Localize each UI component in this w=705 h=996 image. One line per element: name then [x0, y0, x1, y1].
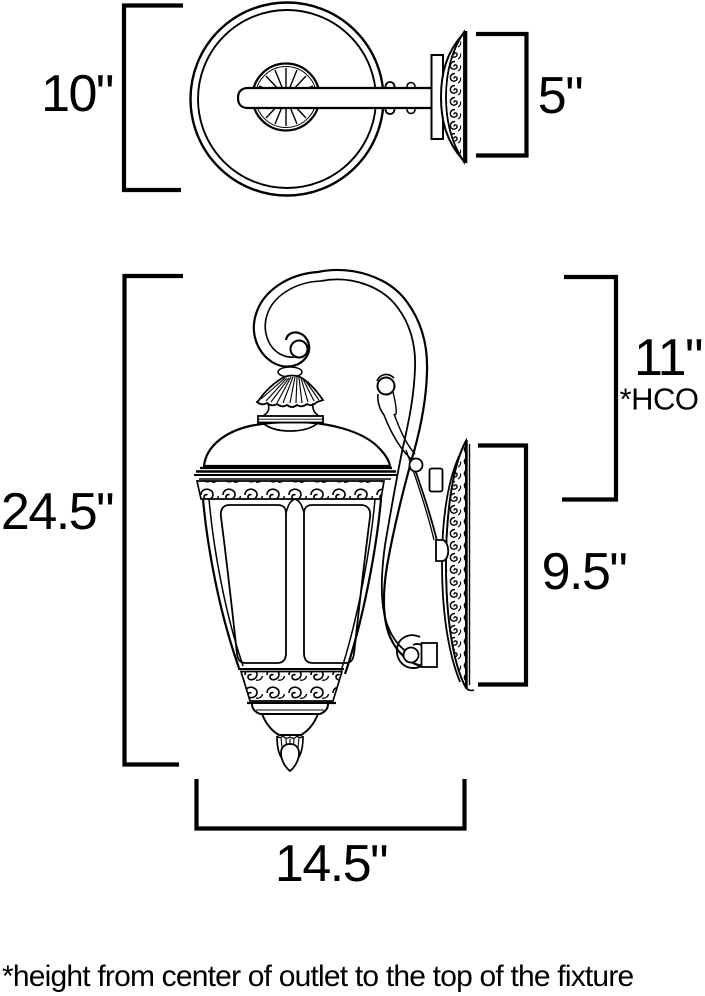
- overall-height-label: 24.5": [0, 483, 115, 541]
- front-backplate: [441, 437, 475, 692]
- fixture-width-label: 14.5": [274, 835, 389, 893]
- hco-note-label: *HCO: [619, 381, 699, 417]
- hco-footnote: *height from center of outlet to the top…: [2, 960, 634, 993]
- overall-height-dim-bracket: [122, 273, 183, 767]
- front-view-drawing: [194, 268, 475, 773]
- depth-dim-bracket-5: [476, 31, 529, 158]
- width-dim-bracket: [194, 779, 467, 831]
- lantern-body-panels: [201, 498, 383, 675]
- lantern-dome: [194, 420, 397, 480]
- top-view-drawing: [189, 1, 468, 197]
- backplate-height-dim-bracket: [478, 443, 529, 687]
- backplate-tabs: [420, 467, 450, 668]
- backplate-height-label: 9.5": [541, 543, 628, 601]
- lantern-frieze-band: [196, 480, 385, 500]
- top-view-arm: [236, 81, 431, 115]
- lantern-bottom-band: [238, 668, 344, 705]
- dimension-lines: [121, 3, 619, 831]
- hco-dim-bracket: [562, 274, 619, 502]
- lantern-base-finial: [251, 703, 329, 773]
- top-view-backplate: [430, 29, 468, 165]
- scroll-ball: [408, 457, 424, 473]
- top-view-height-label: 10": [41, 65, 114, 123]
- lantern-finial-top: [255, 366, 325, 432]
- top-view-depth-label: 5": [537, 67, 584, 125]
- hco-height-label: 11": [634, 329, 703, 387]
- height-dim-bracket-10: [121, 3, 183, 193]
